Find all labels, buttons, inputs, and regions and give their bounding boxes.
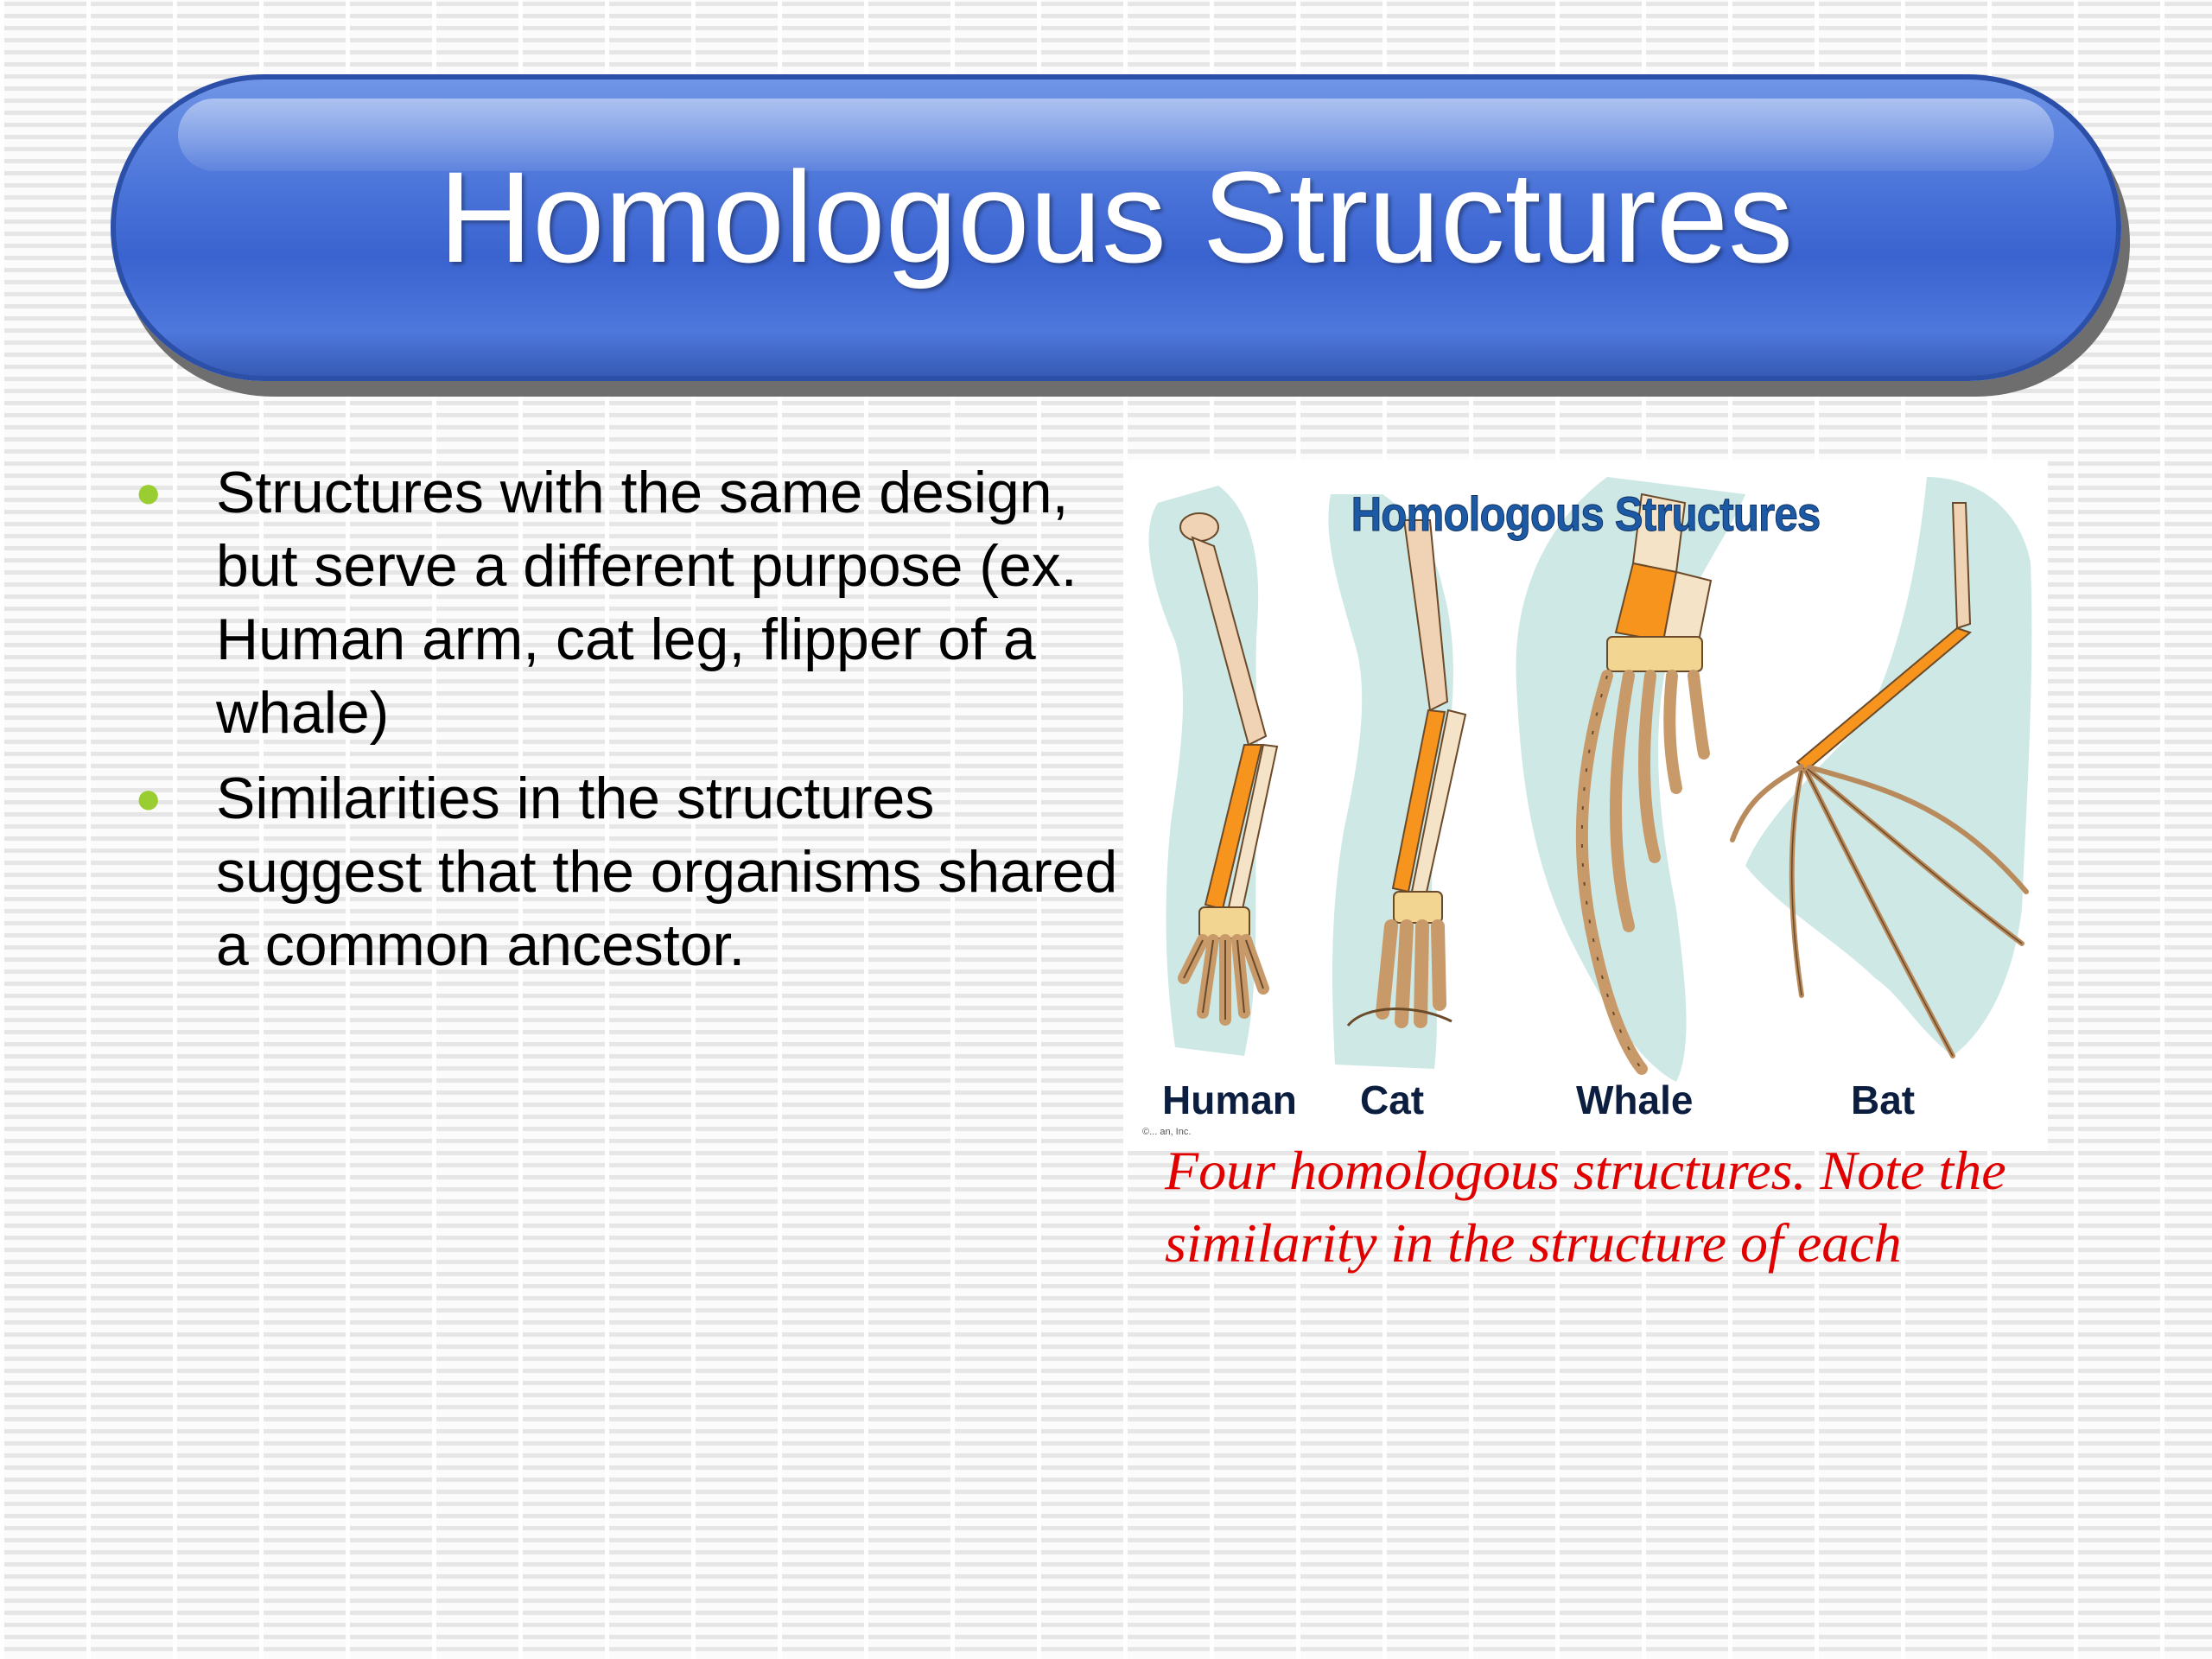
title-banner: Homologous Structures — [111, 74, 2121, 381]
figure-caption: Four homologous structures. Note the sim… — [1165, 1140, 2006, 1274]
slide-title: Homologous Structures — [438, 144, 1794, 289]
cat-leg-bones — [1346, 519, 1467, 1028]
bullet-item: ● Similarities in the structures suggest… — [130, 762, 1123, 982]
title-gloss — [178, 99, 2054, 171]
bat-silhouette — [1745, 477, 2032, 1056]
homologous-structures-figure: Homologous Structures Human Cat Whale Ba… — [1123, 460, 2048, 1151]
human-arm-bones — [1178, 512, 1279, 1026]
bullet-list: ● Structures with the same design, but s… — [130, 456, 1123, 995]
bullet-text: Structures with the same design, but ser… — [216, 460, 1077, 746]
bullet-dot-icon: ● — [135, 467, 162, 518]
whale-silhouette — [1516, 477, 1745, 1082]
bullet-text: Similarities in the structures suggest t… — [216, 766, 1118, 978]
figure-title: Homologous Structures — [1351, 486, 1821, 542]
label-whale: Whale — [1576, 1077, 1694, 1122]
label-cat: Cat — [1360, 1077, 1425, 1122]
limb-illustration — [1148, 477, 2032, 1082]
bat-wing-bones — [1730, 502, 2029, 1058]
bullet-dot-icon: ● — [135, 773, 162, 823]
label-human: Human — [1162, 1077, 1297, 1122]
label-bat: Bat — [1851, 1077, 1916, 1122]
figure-copyright: ©... an, Inc. — [1142, 1127, 1192, 1137]
whale-flipper-bones — [1575, 493, 1713, 1075]
bullet-item: ● Structures with the same design, but s… — [130, 456, 1123, 750]
